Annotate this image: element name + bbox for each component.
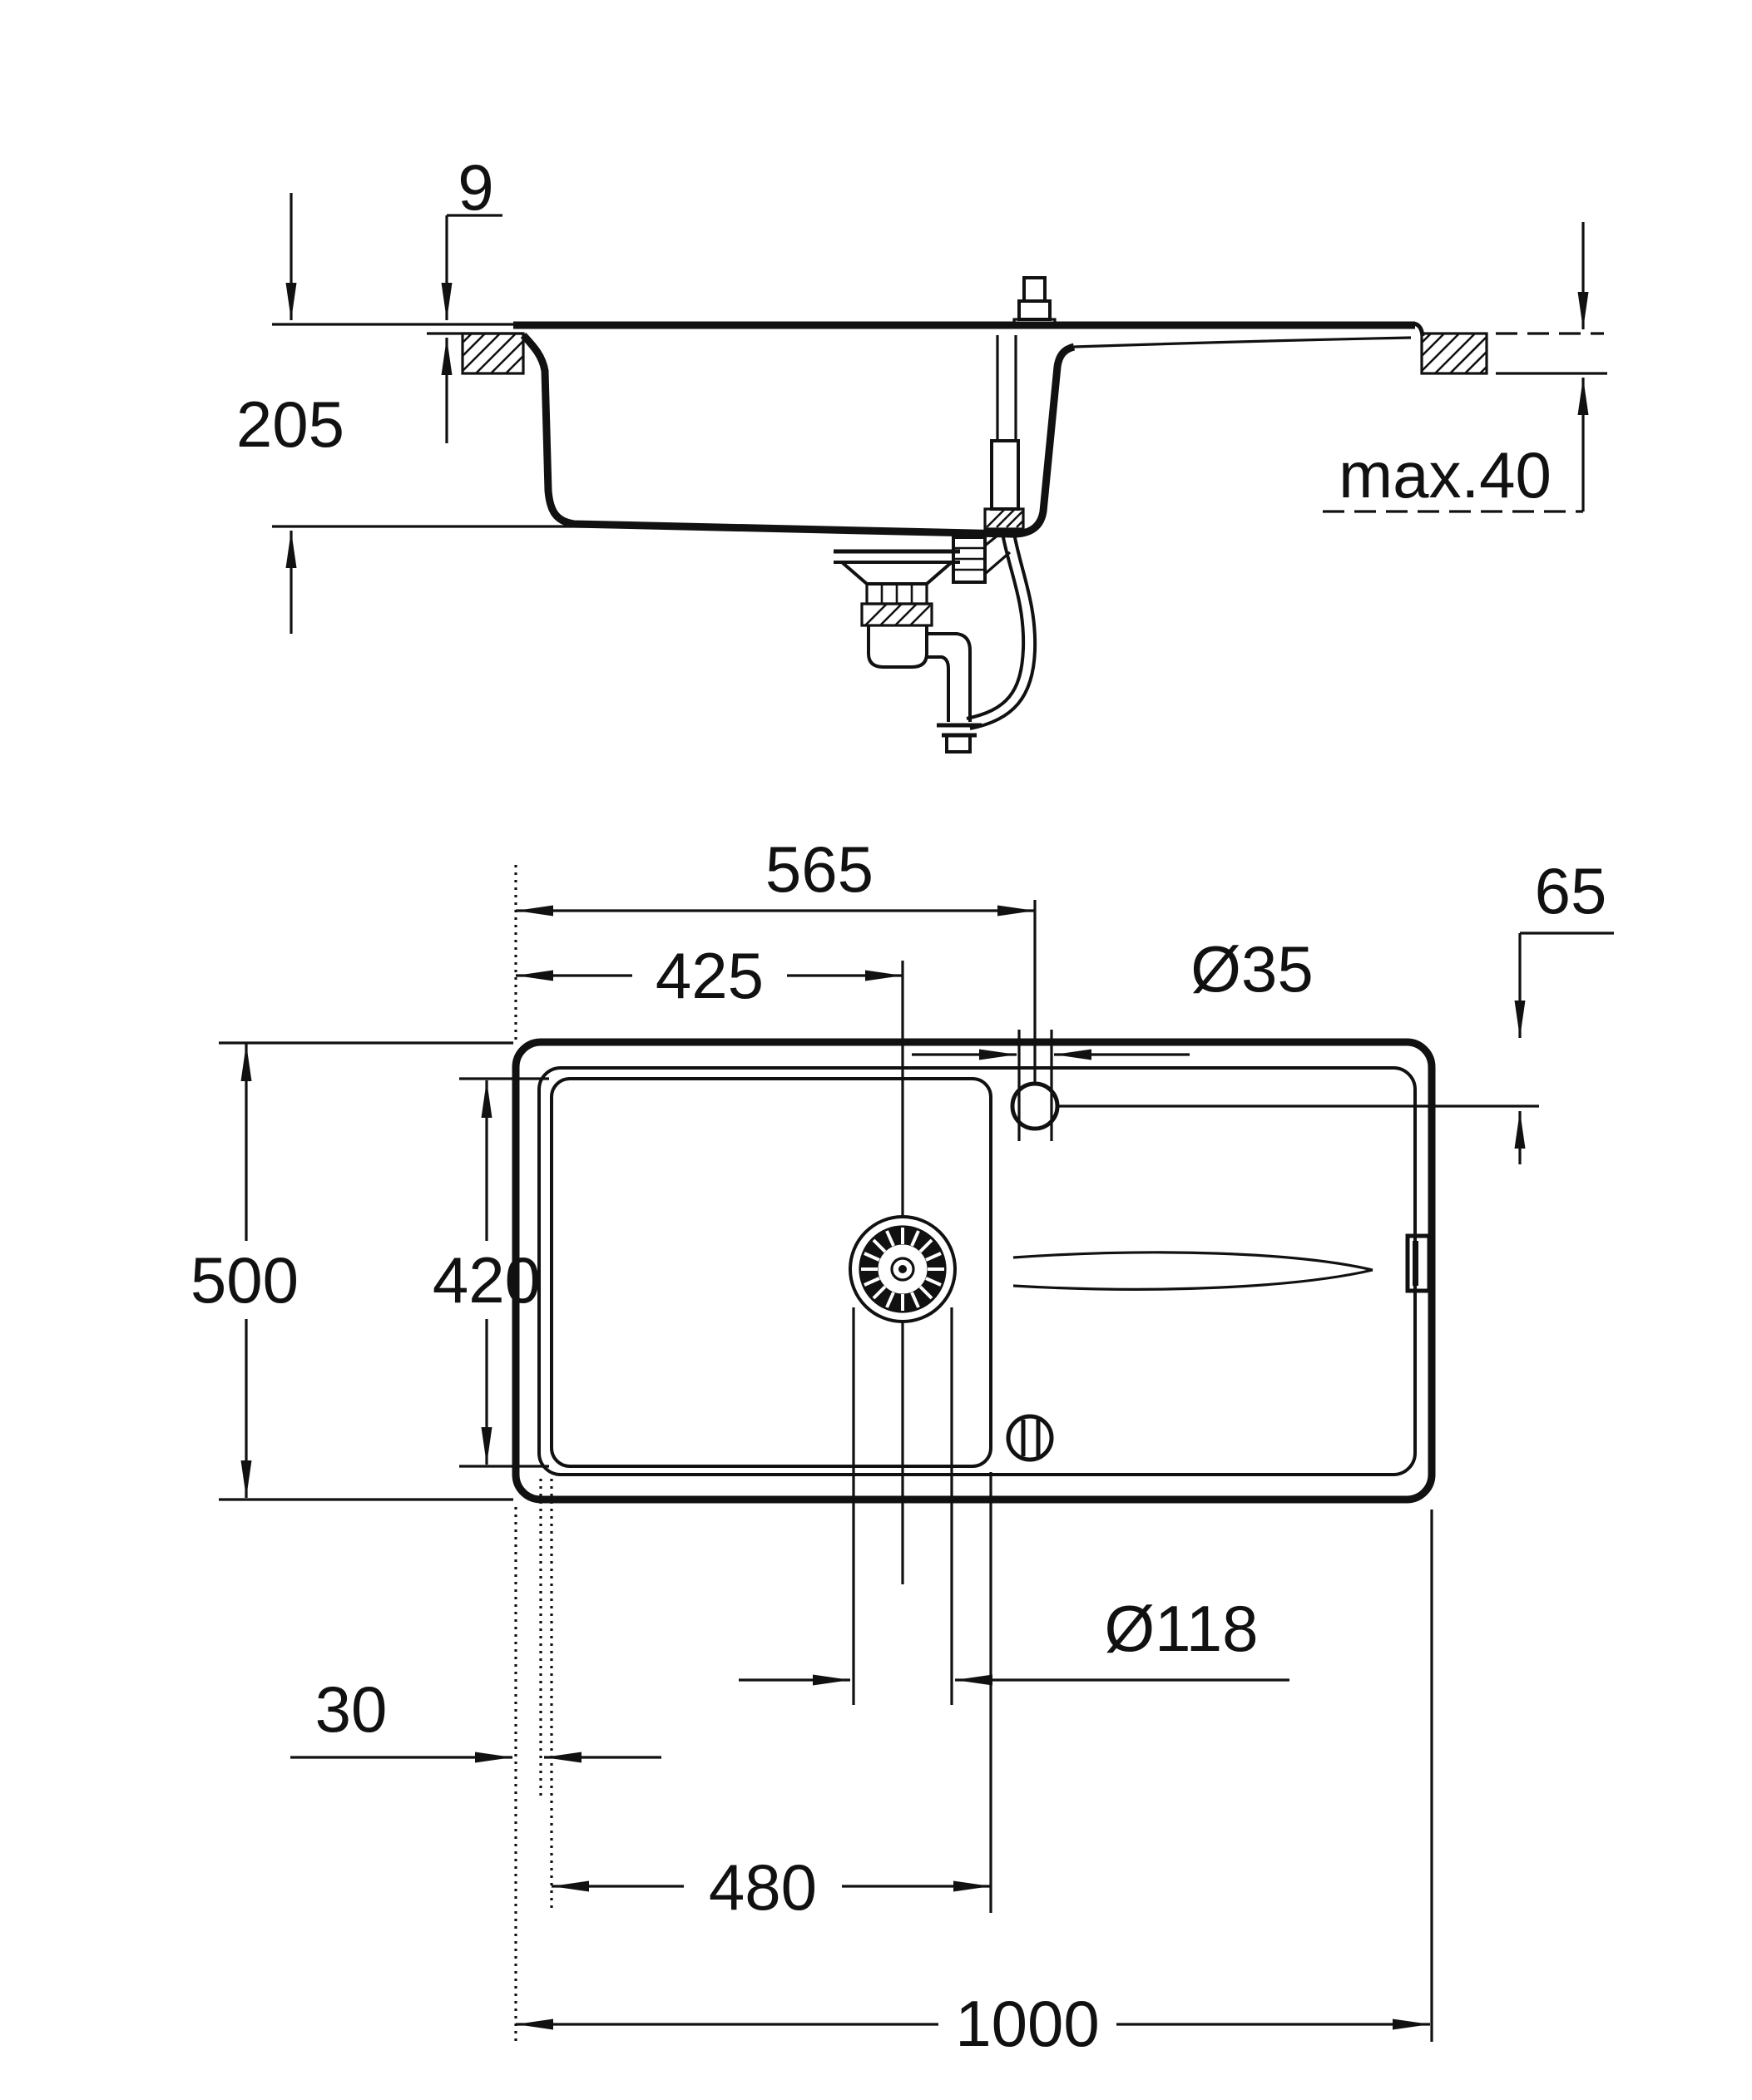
dim-9: 9: [441, 151, 502, 443]
dim-565-label: 565: [765, 833, 874, 906]
overflow-hose-line: [969, 528, 1037, 730]
dim-65-label: 65: [1535, 854, 1607, 927]
strainer-spokes: [861, 1228, 944, 1311]
nut-hatch: [864, 603, 931, 626]
bowl-profile: [520, 332, 1076, 538]
fitting-link-line: [984, 531, 1002, 547]
overflow-hose-line: [966, 528, 1026, 720]
dim-o118: Ø118: [739, 1592, 1289, 1686]
dim-30-label: 30: [315, 1673, 388, 1746]
dim-420-label: 420: [433, 1243, 541, 1317]
dim-205-label: 205: [236, 388, 344, 461]
trap-cup: [867, 625, 928, 669]
overflow-body: [990, 439, 1020, 511]
countertop-hatch-box: [461, 332, 525, 375]
rim-inner-recess: [537, 1066, 1417, 1476]
dim-1000: 1000: [516, 1987, 1430, 2060]
overflow-slot: [1405, 1233, 1432, 1293]
drainboard-groove: [1012, 1251, 1373, 1291]
dim-o118-label: Ø118: [1104, 1592, 1258, 1665]
countertop-section-right: [1420, 332, 1607, 375]
hatch-lines: [462, 333, 524, 374]
dim-500-label: 500: [191, 1243, 299, 1317]
coupler-hatch: [986, 508, 1024, 528]
plan-view: 565 Ø35 65 425 500 420: [191, 833, 1614, 2060]
drain-nut: [860, 602, 933, 627]
outlet-stub: [945, 734, 972, 754]
dim-425: 425: [516, 939, 903, 1012]
plan-extension-lines: [219, 865, 1433, 2042]
tap-flange: [1012, 318, 1057, 327]
dim-o35-label: Ø35: [1190, 932, 1313, 1006]
strainer-center-ring: [890, 1257, 915, 1282]
dim-205: 205: [236, 193, 344, 634]
popup-knob: [1006, 1414, 1054, 1462]
dim-max40-label: max.40: [1339, 438, 1552, 511]
dim-9-label: 9: [458, 151, 493, 224]
countertop-hatch-box: [1420, 332, 1488, 375]
popup-knob-circle: [1006, 1414, 1054, 1462]
dim-65: 65: [1514, 854, 1614, 1164]
sink-outer-rim: [512, 1038, 1436, 1504]
drainboard-surface-line: [1073, 336, 1412, 348]
groove-line-bottom: [1012, 1268, 1373, 1291]
strainer-funnel: [840, 561, 953, 586]
sink-section-profile: [513, 321, 1425, 538]
dim-480: 480: [552, 1850, 991, 1924]
countertop-section-left: [461, 332, 525, 375]
dim-480-label: 480: [709, 1850, 817, 1924]
trap-elbow-inner: [927, 655, 950, 722]
dim-420: 420: [433, 1080, 541, 1465]
strainer-mid-ring: [859, 1225, 947, 1313]
drain-strainer: [849, 1215, 957, 1323]
dim-o35: Ø35: [912, 932, 1314, 1060]
drain-assembly-section: [834, 531, 1012, 754]
trap-elbow-outer: [927, 632, 972, 722]
tap-nut: [1017, 299, 1052, 321]
tap-hole-fitting: [966, 276, 1057, 730]
dim-30: 30: [290, 1673, 661, 1763]
bowl-outline: [550, 1077, 992, 1468]
tap-stud: [1022, 276, 1047, 303]
dim-425-label: 425: [656, 939, 764, 1012]
overflow-slot-frame: [1405, 1233, 1432, 1293]
dim-565: 565: [516, 833, 1035, 917]
rim-right-edge: [1413, 321, 1425, 337]
dim-max40: max.40: [1323, 222, 1589, 513]
section-view: 9 205 max.40: [236, 151, 1607, 754]
strainer-center-dot: [898, 1265, 907, 1273]
dim-1000-label: 1000: [955, 1987, 1100, 2060]
overflow-slot-bar: [1413, 1241, 1418, 1286]
groove-line-top: [1012, 1251, 1373, 1272]
fitting-link-line: [983, 551, 1012, 576]
hatch-lines: [1421, 333, 1487, 374]
dim-500: 500: [191, 1044, 299, 1498]
